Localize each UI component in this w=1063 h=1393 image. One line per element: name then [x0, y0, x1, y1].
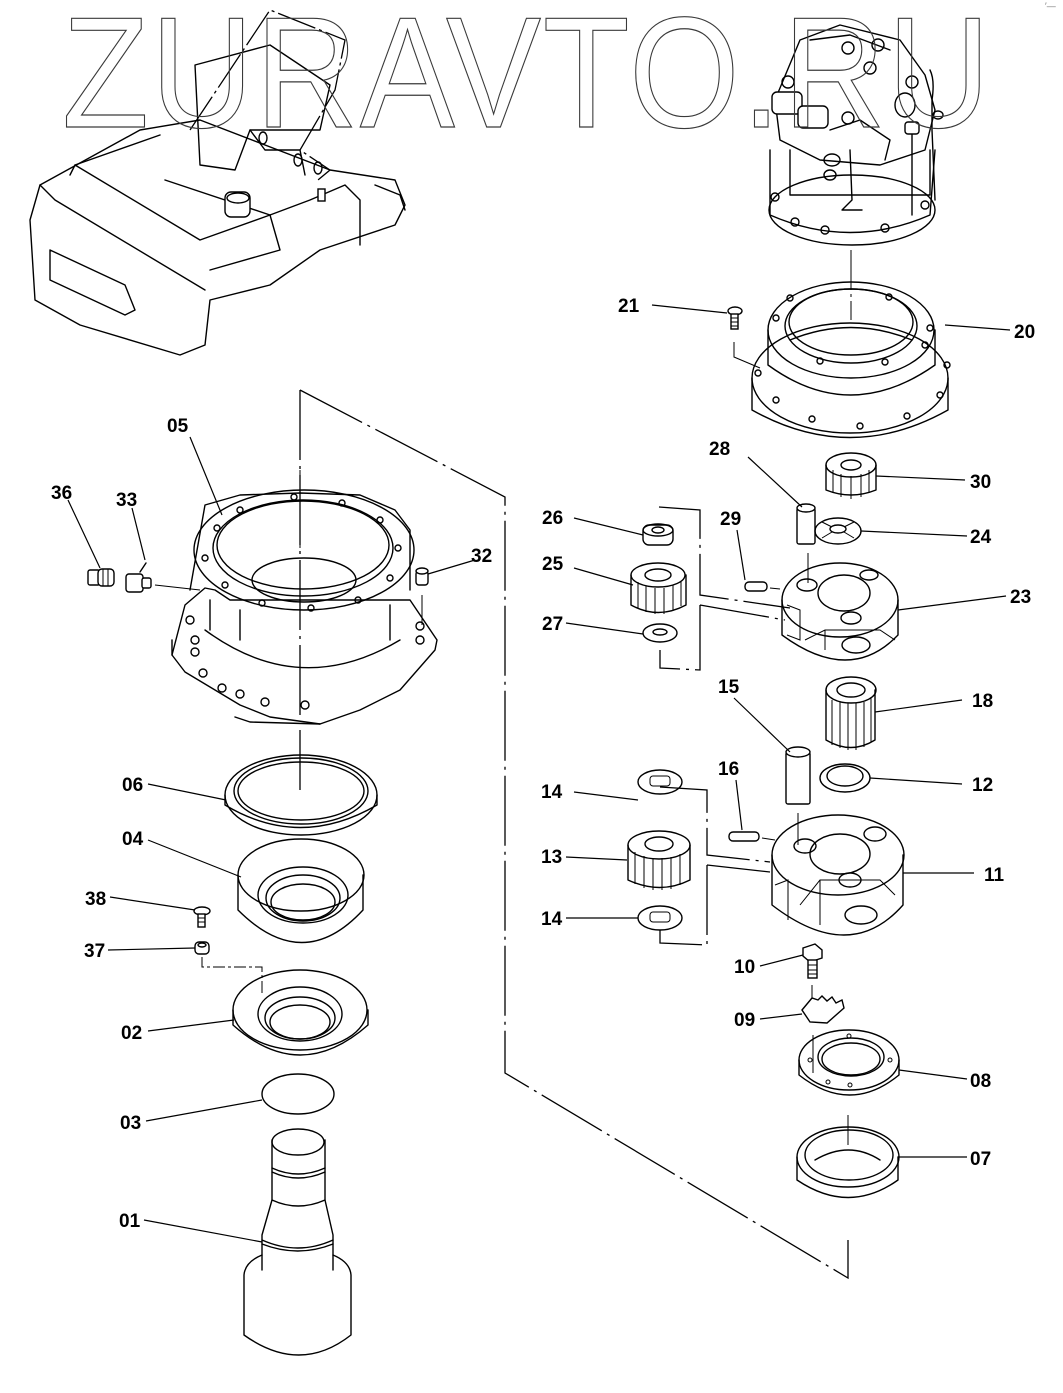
callout-04[interactable]: 04 — [122, 829, 144, 850]
port-fitting-icon — [771, 91, 803, 115]
shaft-01 — [243, 1128, 352, 1356]
callout-23[interactable]: 23 — [1010, 587, 1031, 608]
disc-03 — [261, 1073, 335, 1115]
callout-14-upper[interactable]: 14 — [541, 782, 563, 803]
callout-36[interactable]: 36 — [51, 483, 72, 504]
sun-gear-30 — [825, 452, 877, 499]
lock-plate-09 — [801, 995, 845, 1024]
callout-29[interactable]: 29 — [720, 509, 741, 530]
callout-12[interactable]: 12 — [972, 775, 993, 796]
needle-bearing-26 — [642, 523, 674, 546]
spring-pin-29 — [744, 581, 781, 592]
housing-05 — [171, 489, 438, 725]
thrust-washer-14-lower — [637, 905, 683, 931]
callout-13[interactable]: 13 — [541, 847, 562, 868]
callout-30[interactable]: 30 — [970, 472, 991, 493]
callout-05[interactable]: 05 — [167, 416, 189, 437]
carrier-23 — [781, 562, 899, 661]
callout-28[interactable]: 28 — [709, 439, 730, 460]
spring-pin-16 — [728, 831, 776, 842]
callout-10[interactable]: 10 — [734, 957, 755, 978]
planet-set-2 — [627, 769, 771, 946]
hose-fitting-36 — [87, 568, 115, 587]
socket-bolt-21 — [727, 306, 761, 369]
screw-38 — [193, 906, 211, 928]
callout-09[interactable]: 09 — [734, 1010, 755, 1031]
callout-18[interactable]: 18 — [972, 691, 993, 712]
callout-25[interactable]: 25 — [542, 554, 564, 575]
leader-lines — [67, 304, 1011, 1243]
corner-mark: ′— — [1045, 1, 1056, 11]
nut-37 — [194, 941, 263, 995]
assembly-frame — [299, 389, 849, 1280]
drain-valve-33 — [125, 562, 201, 593]
pin-15 — [785, 746, 811, 845]
callout-33[interactable]: 33 — [116, 490, 137, 511]
excavator-upper-structure — [29, 9, 406, 356]
thrust-ring-12 — [819, 763, 871, 793]
pin-28 — [796, 503, 816, 583]
callout-32[interactable]: 32 — [471, 546, 492, 567]
callout-labels: 21 20 05 36 33 32 28 30 26 29 24 25 23 2… — [51, 296, 1035, 1232]
callout-27[interactable]: 27 — [542, 614, 563, 635]
sun-gear-18 — [825, 676, 877, 750]
callout-16[interactable]: 16 — [718, 759, 739, 780]
callout-15[interactable]: 15 — [718, 677, 740, 698]
thrust-washer-27 — [642, 623, 678, 643]
thrust-plate-24 — [814, 517, 862, 545]
callout-11[interactable]: 11 — [984, 865, 1005, 886]
callout-03[interactable]: 03 — [120, 1113, 141, 1134]
ring-06 — [224, 754, 378, 836]
callout-02[interactable]: 02 — [121, 1023, 142, 1044]
callout-37[interactable]: 37 — [84, 941, 105, 962]
plug-32 — [415, 567, 429, 625]
nut-ring-08 — [798, 1029, 900, 1096]
planet-set-1 — [630, 506, 791, 671]
callout-20[interactable]: 20 — [1014, 322, 1035, 343]
callout-01[interactable]: 01 — [119, 1211, 141, 1232]
callout-14-lower[interactable]: 14 — [541, 909, 563, 930]
swing-motor — [768, 24, 944, 246]
ring-gear-20 — [751, 250, 951, 439]
callout-26[interactable]: 26 — [542, 508, 563, 529]
bolt-10 — [802, 943, 823, 1000]
callout-21[interactable]: 21 — [618, 296, 640, 317]
carrier-11 — [771, 814, 905, 936]
fuel-cap-icon — [224, 191, 251, 218]
planet-gear-13 — [627, 830, 691, 890]
callout-38[interactable]: 38 — [85, 889, 106, 910]
bearing-07 — [796, 1115, 900, 1199]
callout-08[interactable]: 08 — [970, 1071, 991, 1092]
planet-gear-25 — [630, 562, 687, 614]
callout-24[interactable]: 24 — [970, 527, 992, 548]
thrust-washer-14-upper — [637, 769, 683, 795]
seal-cover-02 — [232, 969, 369, 1056]
bearing-04 — [237, 838, 365, 944]
watermark: ZURAVTO.RU — [62, 0, 992, 161]
callout-06[interactable]: 06 — [122, 775, 143, 796]
callout-07[interactable]: 07 — [970, 1149, 991, 1170]
